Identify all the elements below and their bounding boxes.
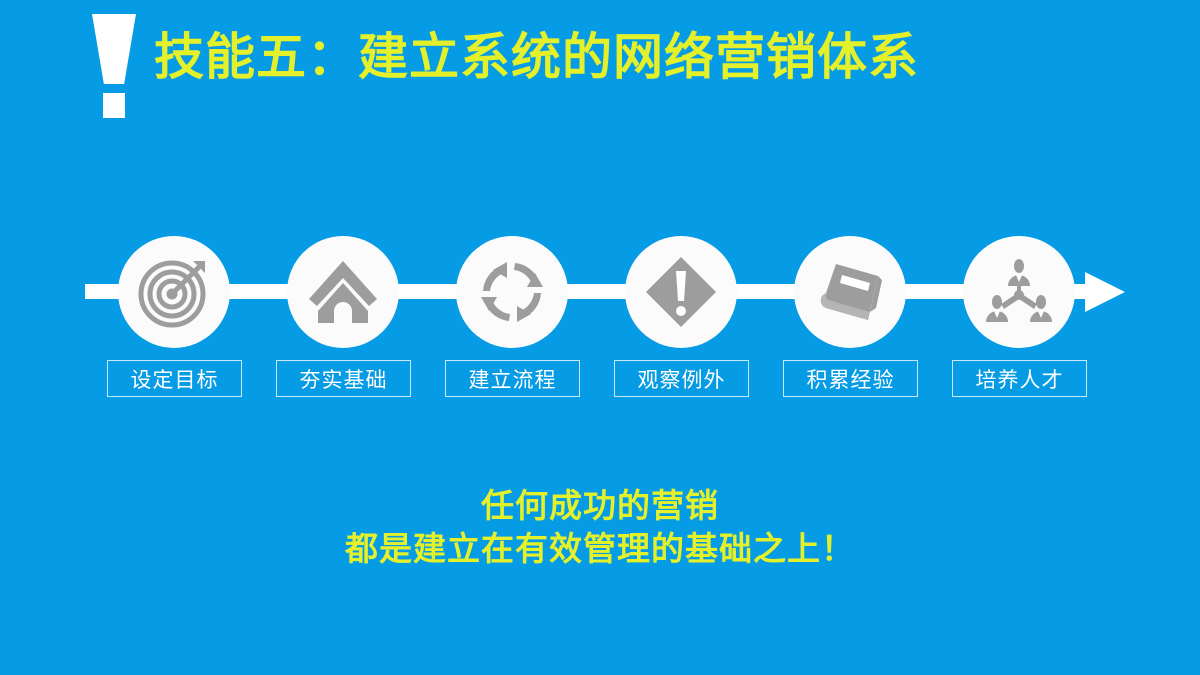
slide-footer-text: 任何成功的营销 都是建立在有效管理的基础之上！ [0,484,1200,570]
step-label-3[interactable]: 建立流程 [445,360,580,397]
book-icon [814,258,886,326]
step-labels: 设定目标 夯实基础 建立流程 观察例外 积累经验 培养人才 [0,360,1200,400]
exclamation-bar [92,14,136,84]
step-label-6[interactable]: 培养人才 [952,360,1087,397]
timeline-node-2[interactable] [287,236,399,348]
timeline-node-4[interactable] [625,236,737,348]
target-bullseye-icon [137,255,211,329]
timeline-node-5[interactable] [794,236,906,348]
exclamation-mark-icon [88,14,140,118]
page-title: 技能五：建立系统的网络营销体系 [154,29,919,85]
timeline-node-1[interactable] [118,236,230,348]
step-label-5[interactable]: 积累经验 [783,360,918,397]
process-timeline [0,232,1200,350]
footer-line-1: 任何成功的营销 [481,487,719,524]
slide-header: 技能五：建立系统的网络营销体系 [88,14,919,124]
timeline-node-6[interactable] [963,236,1075,348]
recycle-cycle-icon [477,257,547,327]
exclamation-dot [103,93,125,118]
timeline-node-3[interactable] [456,236,568,348]
step-label-1[interactable]: 设定目标 [107,360,242,397]
org-chart-people-icon [984,258,1054,326]
timeline-track [85,284,1105,299]
warning-diamond-icon [645,256,717,328]
house-icon [307,259,379,325]
step-label-2[interactable]: 夯实基础 [276,360,411,397]
step-label-4[interactable]: 观察例外 [614,360,749,397]
footer-line-2: 都是建立在有效管理的基础之上！ [345,530,855,567]
